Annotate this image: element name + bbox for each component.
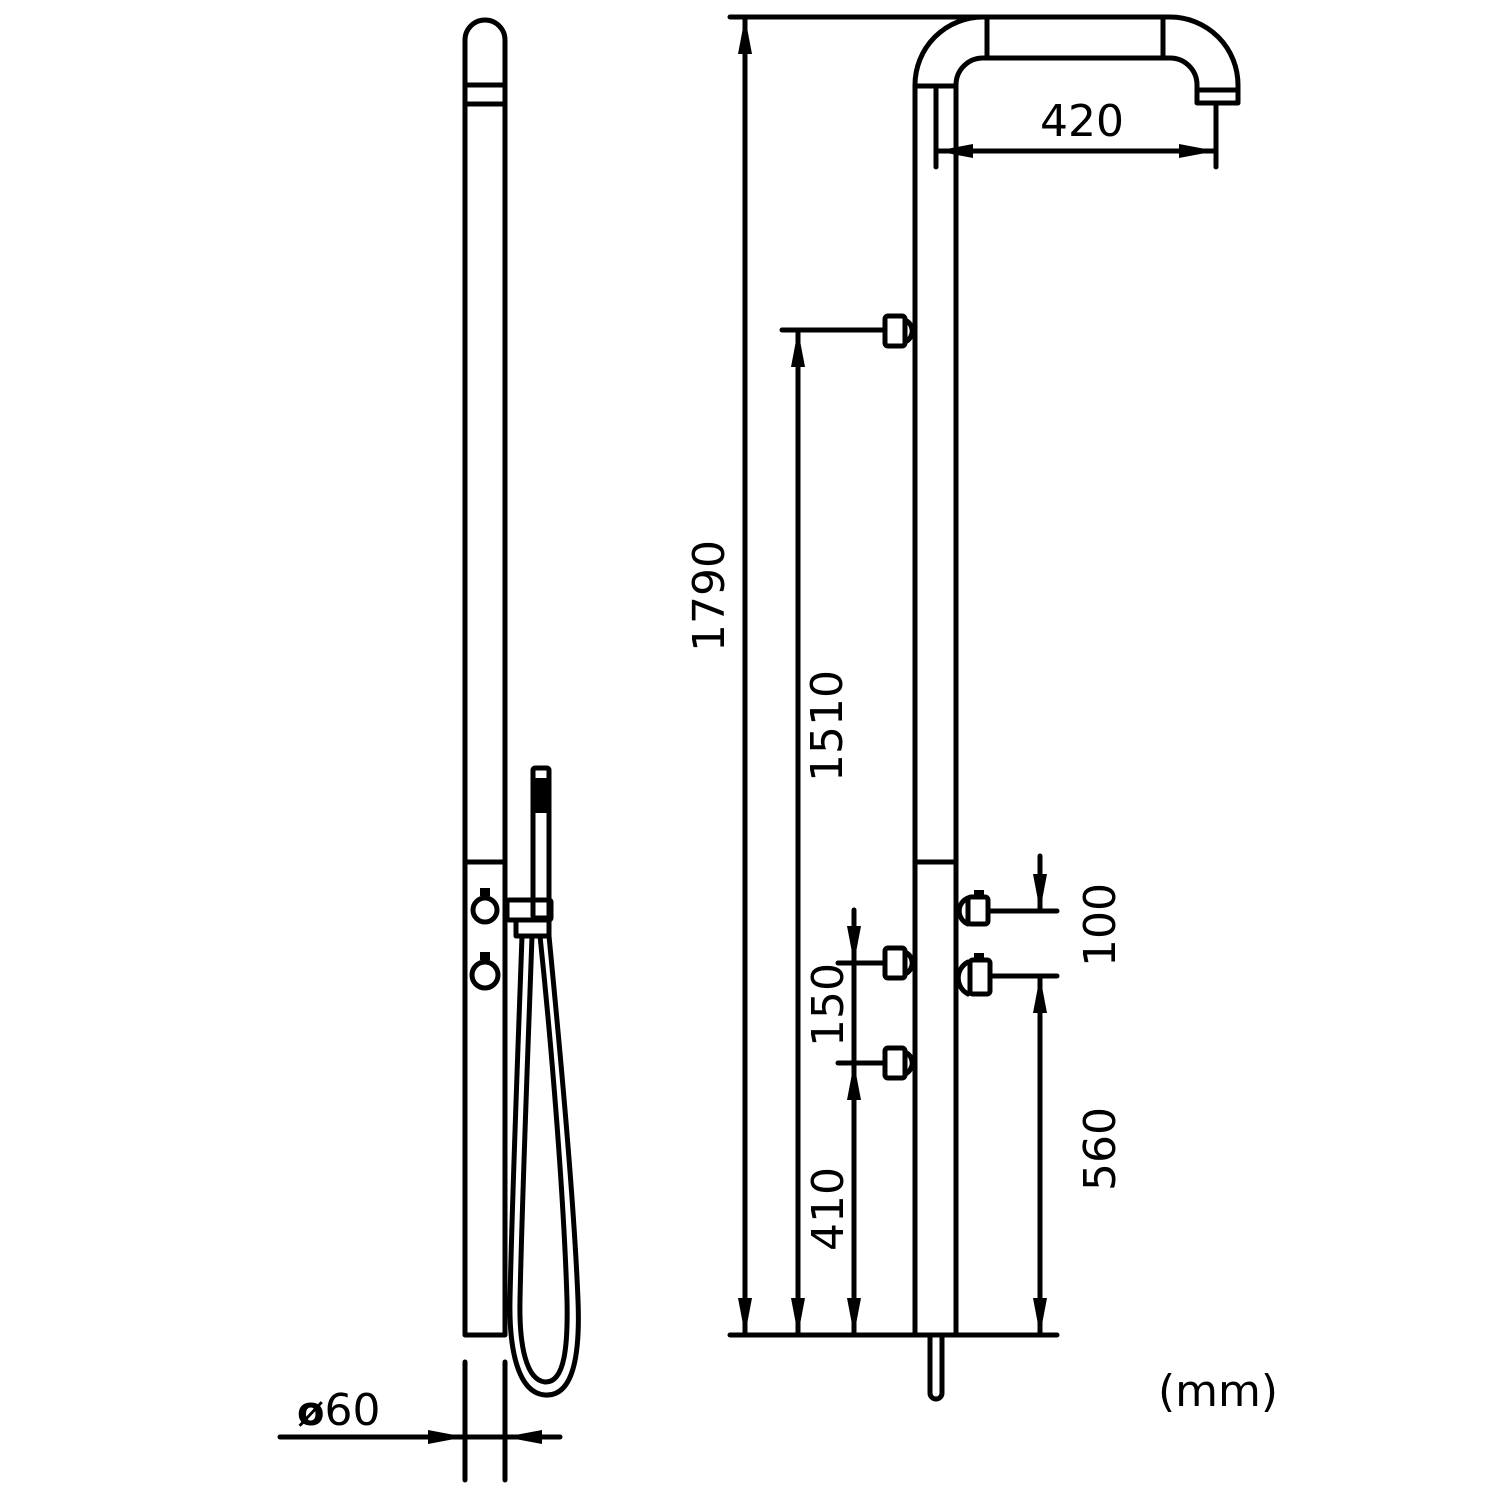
front-column-outline bbox=[912, 14, 1241, 1338]
diameter-value: 60 bbox=[324, 1385, 381, 1436]
mixer-right-lower bbox=[955, 953, 993, 997]
foot-shower-valve bbox=[882, 313, 915, 349]
units-label: (mm) bbox=[1158, 1366, 1279, 1417]
valve-left-upper bbox=[882, 945, 915, 981]
diameter-label: ø60 bbox=[297, 1389, 380, 1433]
label-foot-valve-height: 1510 bbox=[802, 670, 853, 782]
diameter-symbol: ø bbox=[297, 1389, 325, 1435]
dimension-foot-valve-height bbox=[779, 327, 888, 1338]
hose bbox=[507, 933, 581, 1398]
dimension-mixer-spacing bbox=[985, 853, 1060, 1013]
label-total-height: 1790 bbox=[684, 540, 735, 652]
valve-left-lower bbox=[882, 1045, 915, 1081]
label-lower-valve-spacing: 150 bbox=[803, 963, 854, 1047]
side-view bbox=[277, 17, 581, 1483]
side-knob-lower bbox=[469, 952, 501, 991]
label-spout-reach: 420 bbox=[1040, 96, 1124, 147]
dimension-spout-reach bbox=[933, 85, 1219, 170]
side-column-outline bbox=[462, 17, 508, 1338]
front-view bbox=[727, 14, 1241, 1402]
diameter-dimension bbox=[277, 1359, 563, 1483]
label-mixer-spacing: 100 bbox=[1075, 883, 1126, 967]
mixer-right-upper bbox=[956, 890, 991, 927]
dimension-mixer-height bbox=[1033, 973, 1047, 1338]
dimension-total-height bbox=[727, 14, 988, 1338]
label-mixer-height: 560 bbox=[1075, 1107, 1126, 1191]
label-lower-valve-height: 410 bbox=[803, 1167, 854, 1251]
dimension-lower-valve-height bbox=[847, 1060, 861, 1338]
hand-shower bbox=[504, 765, 554, 939]
side-knob-upper bbox=[470, 888, 500, 925]
drain-pin bbox=[927, 1332, 945, 1402]
